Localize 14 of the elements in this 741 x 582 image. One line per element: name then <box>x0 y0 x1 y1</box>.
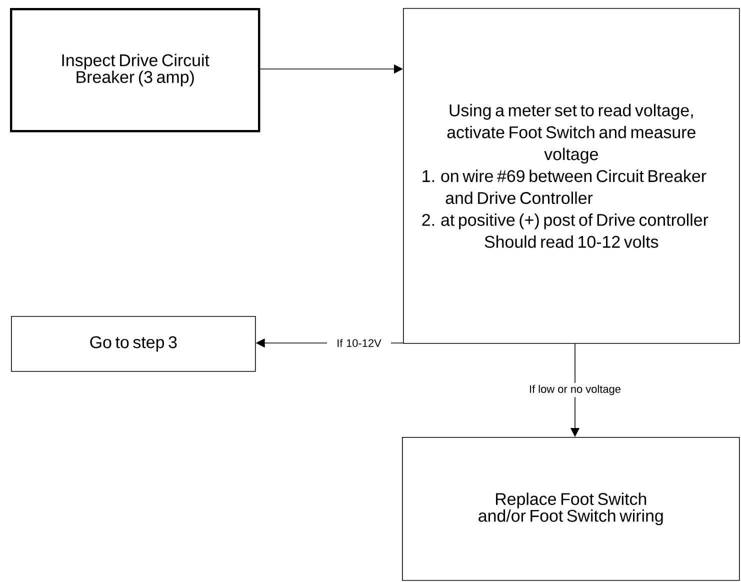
step-box <box>403 8 740 344</box>
box-text: Using a meter set to read voltage, activate Foot Switch and measure voltage 1. on wire #69 between Circuit Breaker and Drive Controller 2. at positive (+) post of Drive controller Should read 10-12 volts <box>422 104 708 248</box>
edge-label: If 10-12V <box>338 338 382 348</box>
node-label: Should read 10-12 volts <box>484 235 658 248</box>
step-box <box>10 8 260 132</box>
node-label: Using a meter set to read voltage, activate Foot Switch and measure voltage <box>447 104 696 164</box>
node-label: 1. on wire #69 between Circuit Breaker and Drive Controller <box>422 170 706 204</box>
box-text: Go to step 3 <box>90 336 177 352</box>
step-box <box>402 437 740 581</box>
step-box <box>11 316 256 372</box>
edge-label: If low or no voltage <box>530 384 620 396</box>
box-text: Replace Foot Switch and/or Foot Switch wiring <box>478 492 663 526</box>
box-text: Inspect Drive Circuit Breaker (3 amp) <box>62 54 210 86</box>
node-label: 2. at positive (+) post of Drive controller <box>422 214 708 230</box>
